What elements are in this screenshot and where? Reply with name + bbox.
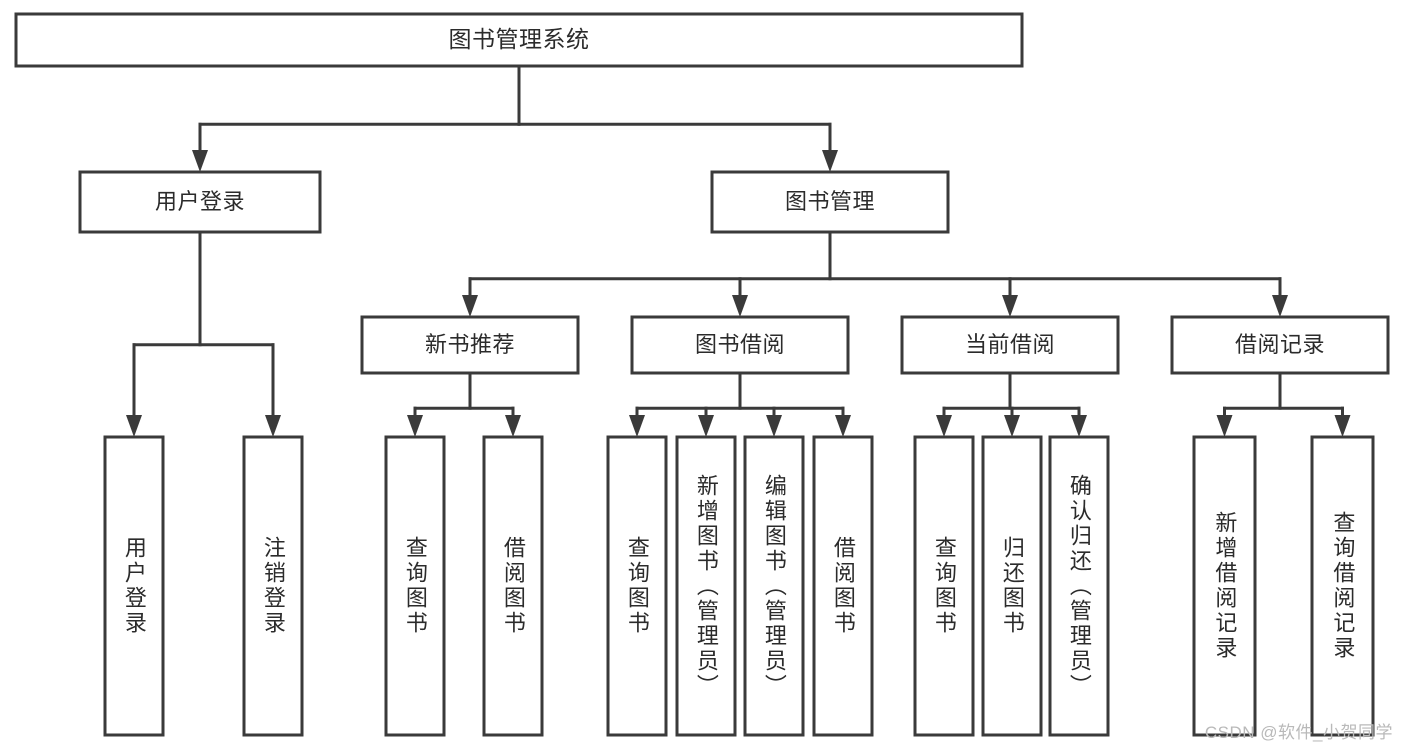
node-box-book-management[interactable]	[710, 170, 950, 234]
node-box-leaf-query-book-current[interactable]	[913, 435, 975, 737]
arrow-head-leaf-edit-book-admin	[766, 415, 782, 437]
node-box-leaf-edit-book-admin[interactable]	[743, 435, 805, 737]
arrow-head-leaf-user-logout	[265, 415, 281, 437]
watermark-text: CSDN @软件_小贺同学	[1204, 723, 1393, 742]
arrow-head-book-borrow	[732, 295, 748, 317]
node-box-book-borrow[interactable]	[630, 315, 850, 375]
connectors-layer	[126, 64, 1351, 437]
arrow-head-leaf-return-book	[1004, 415, 1020, 437]
arrow-head-leaf-user-login	[126, 415, 142, 437]
node-box-leaf-borrow-book-rec[interactable]	[482, 435, 544, 737]
arrow-head-user-login	[192, 150, 208, 172]
arrow-head-leaf-query-book-current	[936, 415, 952, 437]
node-box-borrow-record[interactable]	[1170, 315, 1390, 375]
node-box-leaf-user-logout[interactable]	[242, 435, 304, 737]
node-box-leaf-return-book[interactable]	[981, 435, 1043, 737]
arrow-head-leaf-borrow-book-rec	[505, 415, 521, 437]
arrow-head-leaf-confirm-return-admin	[1071, 415, 1087, 437]
node-box-leaf-confirm-return-admin[interactable]	[1048, 435, 1110, 737]
arrow-head-current-borrow	[1002, 295, 1018, 317]
boxes-layer	[14, 12, 1390, 737]
node-box-new-book-recommend[interactable]	[360, 315, 580, 375]
node-box-root[interactable]	[14, 12, 1024, 68]
node-box-user-login[interactable]	[78, 170, 322, 234]
arrow-head-leaf-query-book-rec	[407, 415, 423, 437]
node-box-leaf-borrow-book[interactable]	[812, 435, 874, 737]
arrow-head-leaf-borrow-book	[835, 415, 851, 437]
arrow-head-borrow-record	[1272, 295, 1288, 317]
arrow-head-leaf-add-borrow-record	[1216, 415, 1233, 437]
arrow-head-leaf-query-borrow-record	[1334, 415, 1351, 437]
arrow-head-new-book-recommend	[462, 295, 478, 317]
arrow-head-book-management	[822, 150, 838, 172]
arrow-head-leaf-add-book-admin	[698, 415, 714, 437]
node-box-leaf-add-book-admin[interactable]	[675, 435, 737, 737]
node-box-leaf-query-book-borrow[interactable]	[606, 435, 668, 737]
node-box-leaf-query-book-rec[interactable]	[384, 435, 446, 737]
node-box-current-borrow[interactable]	[900, 315, 1120, 375]
node-box-leaf-user-login[interactable]	[103, 435, 165, 737]
node-box-leaf-query-borrow-record[interactable]	[1310, 435, 1375, 737]
arrow-head-leaf-query-book-borrow	[629, 415, 645, 437]
node-box-leaf-add-borrow-record[interactable]	[1192, 435, 1257, 737]
